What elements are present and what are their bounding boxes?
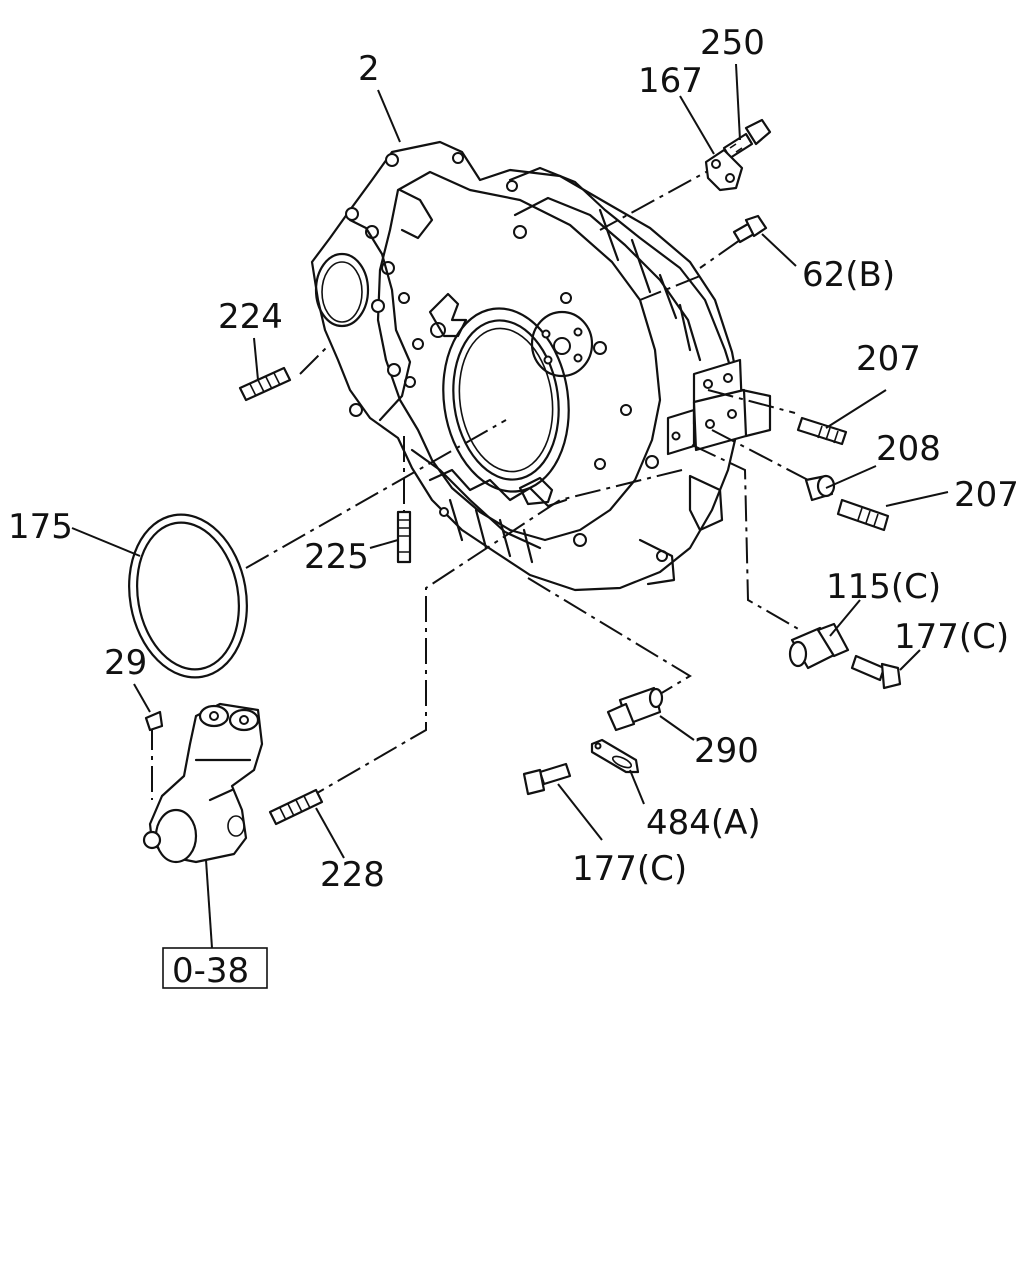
- leader-lines: [71, 63, 949, 949]
- bolt-62b: [732, 214, 768, 244]
- sensor-115c: [788, 622, 850, 670]
- bolt-177c-upper: [850, 654, 902, 690]
- stud-225: [396, 510, 412, 564]
- callout-207-lower: 207: [954, 475, 1019, 515]
- stud-207-upper: [796, 416, 848, 446]
- callout-177c-upper: 177(C): [894, 617, 1009, 657]
- callout-484a: 484(A): [646, 803, 761, 843]
- callout-177c-lower: 177(C): [572, 849, 687, 889]
- housing-bolt-holes: [345, 152, 668, 562]
- bolt-250: [722, 118, 772, 160]
- callout-290: 290: [694, 731, 759, 771]
- flywheel-housing: [310, 140, 772, 592]
- callout-175: 175: [8, 507, 73, 547]
- reference-box-frame: [162, 947, 268, 989]
- callout-225: 225: [304, 537, 369, 577]
- sensor-290: [606, 686, 664, 732]
- stud-228: [268, 788, 324, 826]
- callout-2: 2: [358, 49, 380, 89]
- callout-62b: 62(B): [802, 255, 895, 295]
- callout-207-upper: 207: [856, 339, 921, 379]
- dowel-208: [804, 474, 836, 502]
- callout-167: 167: [638, 61, 703, 101]
- callout-29: 29: [104, 643, 147, 683]
- callout-115c: 115(C): [826, 567, 941, 607]
- key-29: [144, 710, 164, 732]
- reference-label: 0-38: [172, 951, 249, 991]
- gasket-167: [704, 148, 744, 192]
- stud-224: [238, 366, 292, 402]
- o-ring-175: [128, 513, 248, 679]
- pump-assembly-0-38: [142, 702, 264, 864]
- callout-250: 250: [700, 23, 765, 63]
- reference-box[interactable]: 0-38: [162, 947, 268, 991]
- stud-207-lower: [836, 498, 890, 532]
- bolt-177c-lower: [522, 762, 572, 796]
- callout-228: 228: [320, 855, 385, 895]
- assembly-lines: [151, 159, 809, 800]
- bracket-484a: [590, 738, 640, 774]
- callout-labels: 2 250 167 62(B) 224 207 208 207 175 225 …: [8, 23, 1019, 895]
- callout-208: 208: [876, 429, 941, 469]
- callout-224: 224: [218, 297, 283, 337]
